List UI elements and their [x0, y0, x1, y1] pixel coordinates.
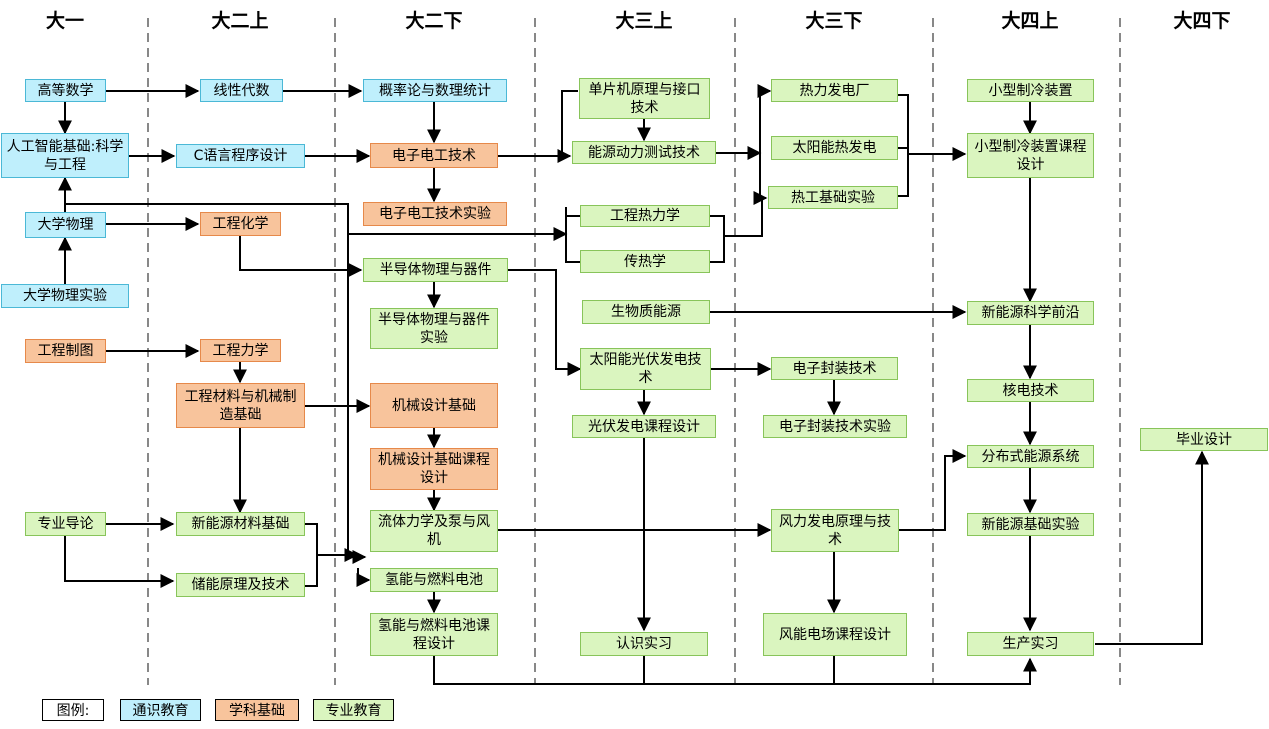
- course-energy-storage[interactable]: 储能原理及技术: [176, 573, 305, 597]
- course-wind-power[interactable]: 风力发电原理与技术: [771, 509, 899, 552]
- course-solar-thermal[interactable]: 太阳能热发电: [771, 136, 898, 160]
- course-production-practice[interactable]: 生产实习: [967, 632, 1094, 656]
- semester-header-y3b: 大三下: [805, 10, 863, 32]
- course-fluid-mechanics[interactable]: 流体力学及泵与风机: [370, 510, 498, 552]
- legend-professional-education: 专业教育: [313, 699, 394, 721]
- course-major-intro[interactable]: 专业导论: [25, 512, 106, 536]
- course-physics-lab[interactable]: 大学物理实验: [1, 284, 129, 308]
- prerequisite-arrows: [58, 84, 1209, 685]
- course-new-energy-materials[interactable]: 新能源材料基础: [176, 512, 305, 536]
- course-nuclear-power[interactable]: 核电技术: [967, 379, 1094, 402]
- course-materials-manufacturing[interactable]: 工程材料与机械制造基础: [176, 383, 305, 428]
- legend-title: 图例:: [42, 699, 104, 721]
- course-c-programming[interactable]: C语言程序设计: [176, 144, 305, 168]
- course-college-physics[interactable]: 大学物理: [25, 212, 106, 238]
- course-machine-design-project[interactable]: 机械设计基础课程设计: [370, 448, 498, 490]
- course-new-energy-lab[interactable]: 新能源基础实验: [967, 513, 1094, 536]
- course-packaging-lab[interactable]: 电子封装技术实验: [763, 415, 907, 438]
- course-pv-project[interactable]: 光伏发电课程设计: [572, 415, 716, 438]
- course-engineering-drawing[interactable]: 工程制图: [25, 339, 106, 363]
- course-hydrogen-fuel-cell[interactable]: 氢能与燃料电池: [370, 568, 498, 592]
- course-electronic-packaging[interactable]: 电子封装技术: [771, 357, 898, 380]
- course-hydrogen-project[interactable]: 氢能与燃料电池课程设计: [370, 613, 498, 656]
- legend-general-education: 通识教育: [120, 699, 201, 721]
- course-new-energy-frontier[interactable]: 新能源科学前沿: [967, 301, 1094, 325]
- course-small-refrigeration[interactable]: 小型制冷装置: [967, 79, 1094, 102]
- course-advanced-math[interactable]: 高等数学: [25, 79, 106, 102]
- course-semiconductor-devices[interactable]: 半导体物理与器件: [363, 258, 508, 282]
- course-thermodynamics[interactable]: 工程热力学: [580, 205, 710, 227]
- course-solar-pv[interactable]: 太阳能光伏发电技术: [580, 348, 711, 390]
- course-refrigeration-project[interactable]: 小型制冷装置课程设计: [967, 133, 1094, 178]
- course-thermal-lab[interactable]: 热工基础实验: [768, 186, 898, 209]
- semester-header-y1: 大一: [45, 10, 84, 32]
- course-biomass-energy[interactable]: 生物质能源: [582, 300, 710, 324]
- course-cognition-practice[interactable]: 认识实习: [580, 632, 708, 656]
- course-heat-transfer[interactable]: 传热学: [580, 250, 710, 273]
- course-probability-statistics[interactable]: 概率论与数理统计: [363, 79, 507, 102]
- semester-dividers: [147, 18, 1121, 685]
- course-electronics-lab[interactable]: 电子电工技术实验: [363, 202, 507, 226]
- course-semiconductor-lab[interactable]: 半导体物理与器件实验: [370, 308, 498, 349]
- course-thermal-power-plant[interactable]: 热力发电厂: [771, 79, 898, 102]
- semester-header-y2b: 大二下: [405, 10, 463, 32]
- semester-header-y3a: 大三上: [615, 10, 673, 32]
- course-graduation-project[interactable]: 毕业设计: [1140, 428, 1268, 451]
- course-linear-algebra[interactable]: 线性代数: [200, 79, 283, 102]
- course-ai-foundations[interactable]: 人工智能基础:科学与工程: [1, 133, 129, 178]
- course-electronics[interactable]: 电子电工技术: [370, 143, 498, 168]
- course-wind-farm-project[interactable]: 风能电场课程设计: [763, 613, 907, 656]
- course-engineering-chemistry[interactable]: 工程化学: [200, 212, 281, 236]
- semester-header-y4a: 大四上: [1001, 10, 1059, 32]
- semester-header-y2a: 大二上: [211, 10, 269, 32]
- course-machine-design[interactable]: 机械设计基础: [370, 383, 498, 428]
- course-microcontroller[interactable]: 单片机原理与接口技术: [579, 78, 710, 119]
- legend-subject-basics: 学科基础: [215, 699, 299, 721]
- course-energy-testing[interactable]: 能源动力测试技术: [572, 141, 716, 164]
- course-engineering-mechanics[interactable]: 工程力学: [200, 339, 281, 362]
- course-distributed-energy[interactable]: 分布式能源系统: [967, 445, 1094, 468]
- semester-header-y4b: 大四下: [1173, 10, 1231, 32]
